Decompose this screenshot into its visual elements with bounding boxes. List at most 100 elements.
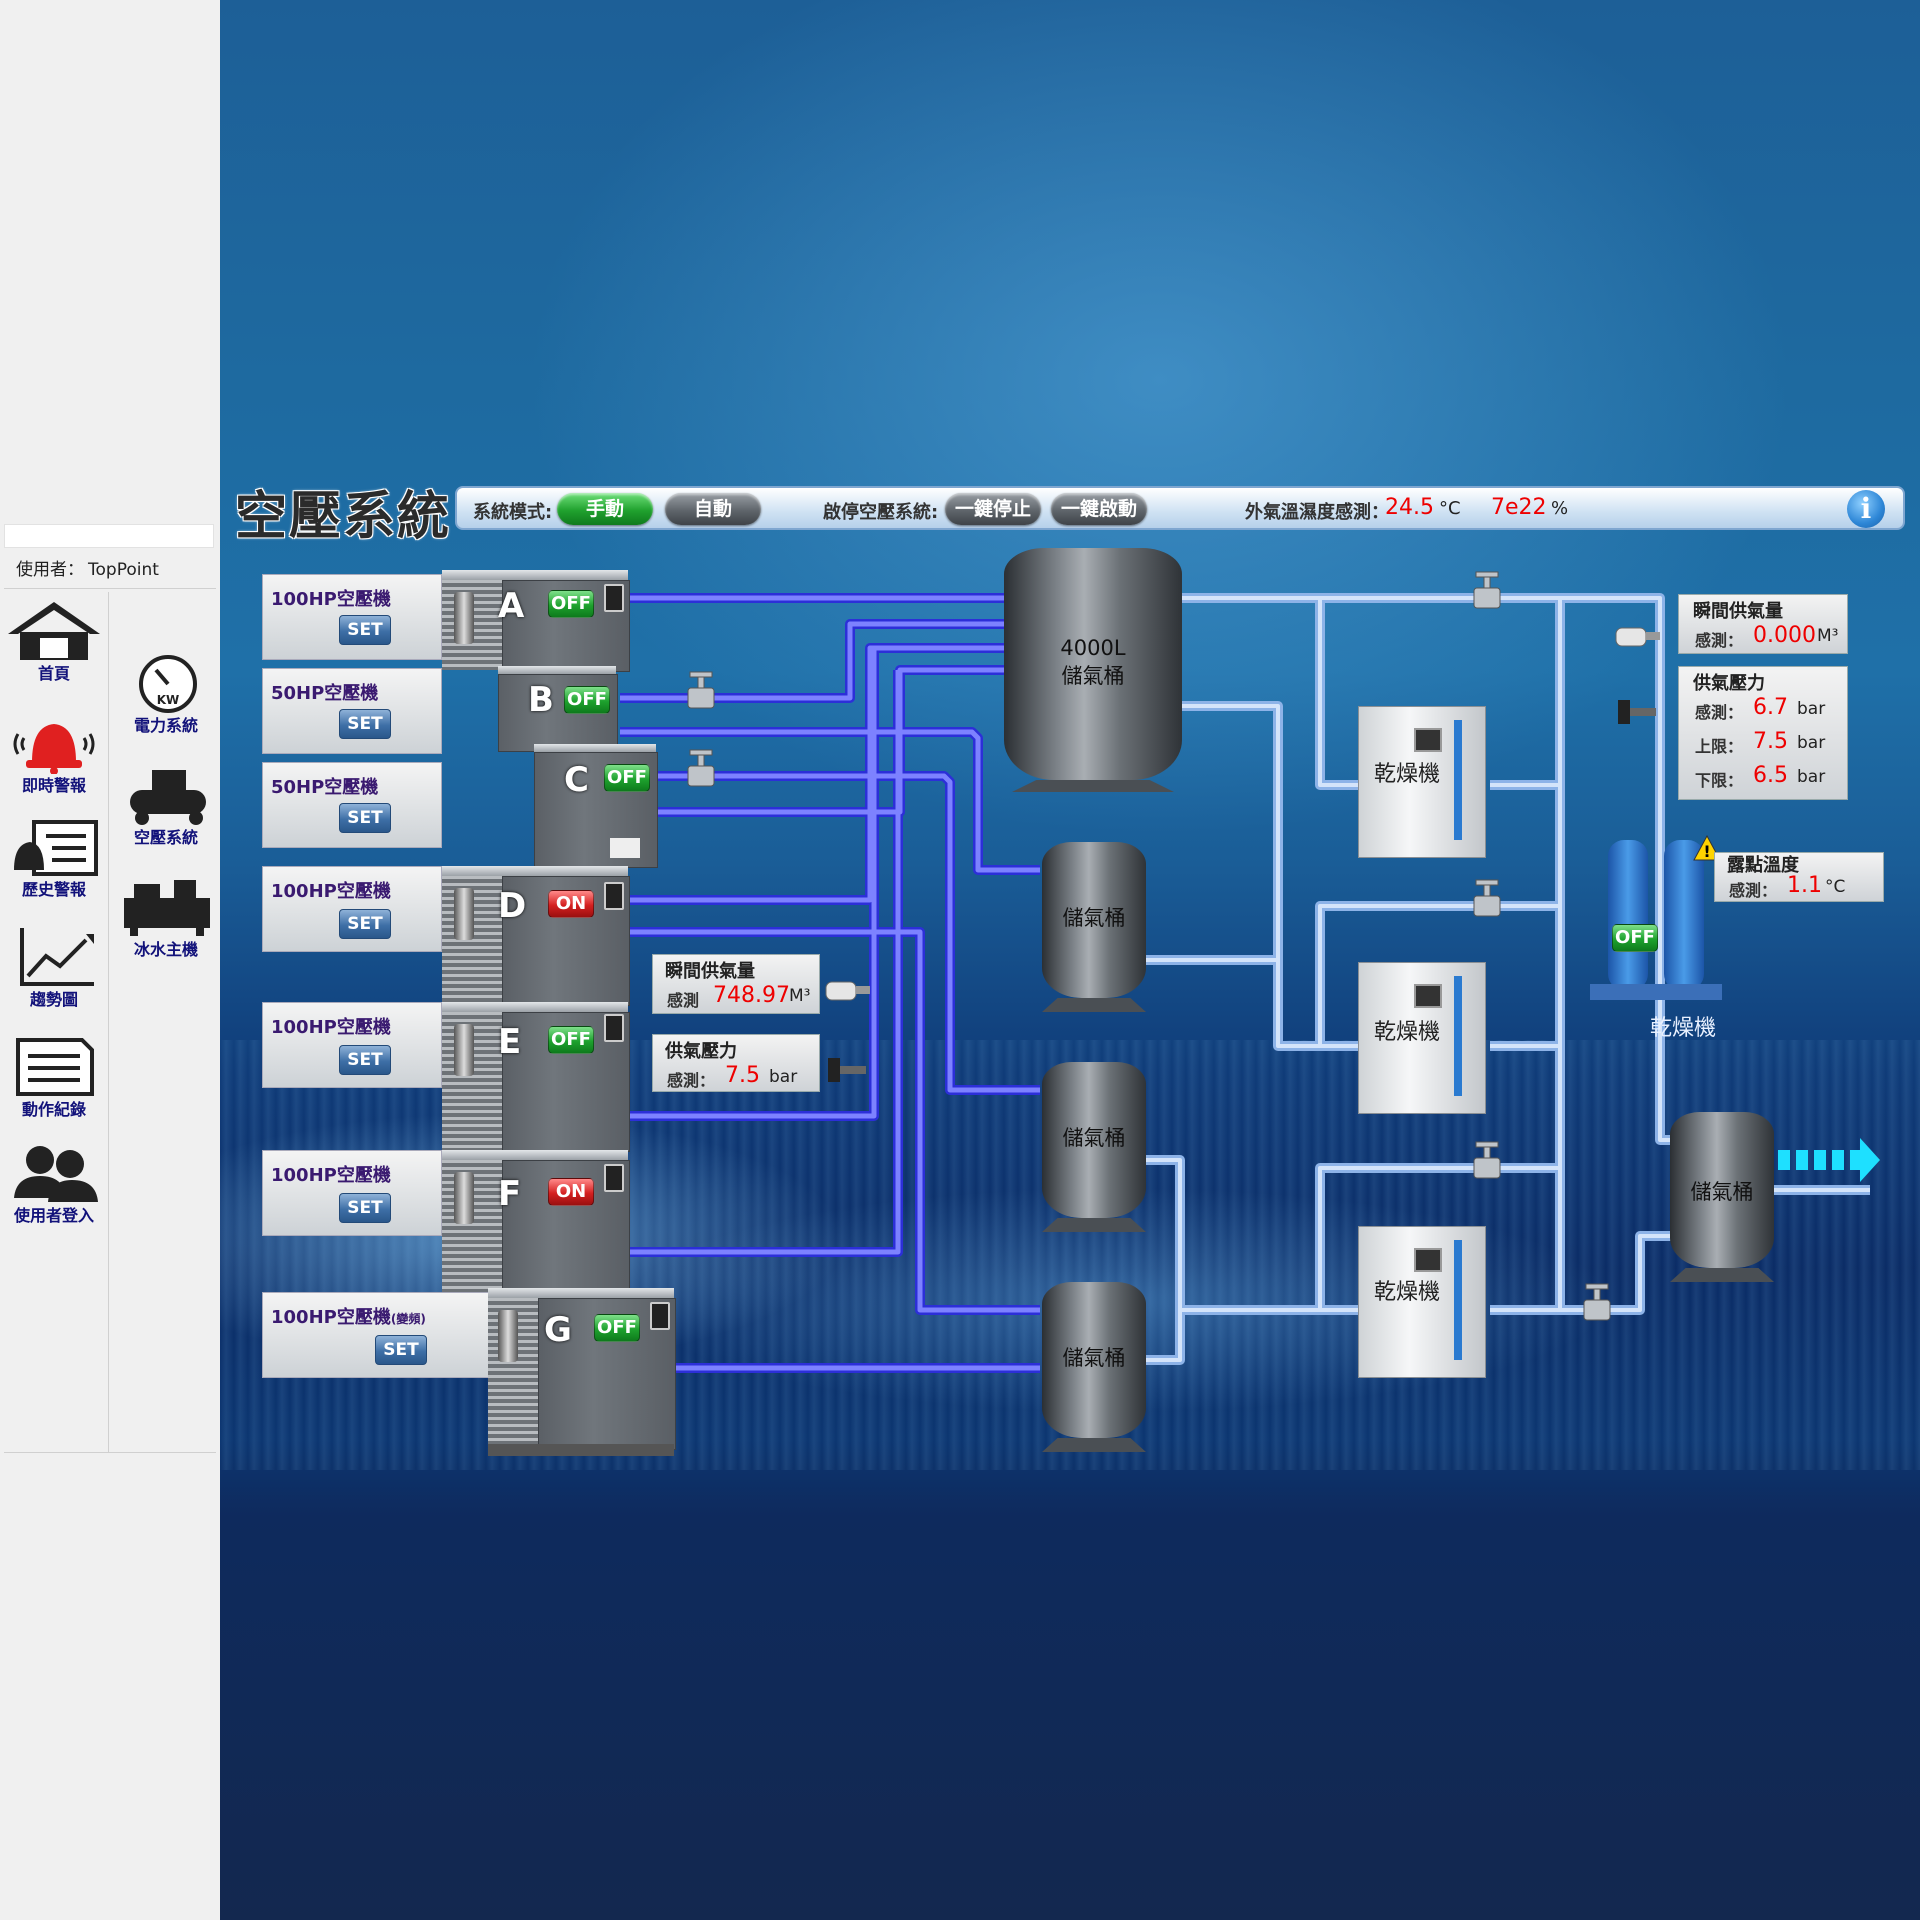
dryer-tower xyxy=(1608,840,1648,990)
compressor-b[interactable]: B OFF xyxy=(498,666,618,752)
control-bar: 系統模式: 手動 自動 啟停空壓系統: 一鍵停止 一鍵啟動 外氣溫濕度感測： 2… xyxy=(455,486,1905,530)
compressor-d-set-button[interactable]: SET xyxy=(339,909,391,939)
nav-realtime-alarm[interactable]: 即時警報 xyxy=(2,712,106,796)
nav-trend-label: 趨勢圖 xyxy=(29,990,78,1009)
adsorption-dryer-status[interactable]: OFF xyxy=(1612,924,1658,952)
compressor-g-name-text: 100HP空壓機 xyxy=(271,1307,391,1328)
compressor-e-name: 100HP空壓機 xyxy=(271,1017,391,1038)
nav-home[interactable]: 首頁 xyxy=(2,600,106,684)
middle-flow-title: 瞬間供氣量 xyxy=(665,961,755,982)
compressor-f[interactable]: F ON xyxy=(442,1150,630,1294)
machine-top xyxy=(498,666,616,674)
middle-flow-value: 748.97 xyxy=(713,983,790,1008)
refrigerated-dryer-3: 乾燥機 xyxy=(1358,1226,1490,1378)
page-title: 空壓系統 xyxy=(235,487,452,547)
screen-icon xyxy=(604,1164,624,1192)
compressor-g-letter: G xyxy=(544,1310,572,1350)
dryer-screen-icon xyxy=(1414,984,1442,1008)
compressor-b-set-button[interactable]: SET xyxy=(339,709,391,739)
tank-base xyxy=(1042,998,1146,1012)
right-upper-unit: bar xyxy=(1797,733,1826,753)
compressor-c-status[interactable]: OFF xyxy=(604,764,650,792)
nav-user-login[interactable]: 使用者登入 xyxy=(2,1142,106,1226)
temperature-unit: °C xyxy=(1439,498,1461,519)
user-login-icon xyxy=(14,1146,98,1202)
nav-power-system-label: 電力系統 xyxy=(133,716,198,735)
compressor-e-status[interactable]: OFF xyxy=(548,1026,594,1054)
compressor-g-set-button[interactable]: SET xyxy=(375,1335,427,1365)
storage-tank-1: 儲氣桶 xyxy=(1036,842,1152,1014)
dew-point-key: 感測： xyxy=(1729,881,1778,900)
nav-action-log-label: 動作紀錄 xyxy=(21,1100,86,1119)
compressor-d-status[interactable]: ON xyxy=(548,890,594,918)
dryer-1-label: 乾燥機 xyxy=(1374,762,1441,787)
sidebar: 使用者：TopPoint 首頁 即時警報 歷史警報 xyxy=(0,0,221,1920)
start-all-button[interactable]: 一鍵啟動 xyxy=(1051,493,1147,525)
nav-history-alarm-label: 歷史警報 xyxy=(21,880,86,899)
nav-action-log[interactable]: 動作紀錄 xyxy=(2,1036,106,1120)
output-flow-arrow-icon xyxy=(1778,1138,1880,1182)
storage-tank-4-label: 儲氣桶 xyxy=(1690,1180,1754,1204)
compressor-f-name: 100HP空壓機 xyxy=(271,1165,391,1186)
dew-point-unit: °C xyxy=(1825,877,1846,897)
nav-chiller-label: 冰水主機 xyxy=(133,940,198,959)
nav-user-login-label: 使用者登入 xyxy=(13,1206,94,1225)
info-icon[interactable]: i xyxy=(1847,490,1885,528)
nav-air-compressor[interactable]: 空壓系統 xyxy=(114,764,218,848)
compressor-c-set-button[interactable]: SET xyxy=(339,803,391,833)
compressor-f-set-button[interactable]: SET xyxy=(339,1193,391,1223)
history-alarm-icon xyxy=(14,820,98,876)
compressor-g[interactable]: G OFF xyxy=(488,1288,676,1456)
main-storage-tank: 4000L 儲氣桶 xyxy=(998,548,1188,800)
compressor-d-letter: D xyxy=(498,886,527,926)
dryer-3-label: 乾燥機 xyxy=(1374,1280,1441,1305)
compressor-d[interactable]: D ON xyxy=(442,866,630,1006)
stop-all-button[interactable]: 一鍵停止 xyxy=(945,493,1041,525)
main-tank-capacity: 4000L xyxy=(1060,636,1126,660)
compressor-g-status[interactable]: OFF xyxy=(594,1314,640,1342)
machine-base xyxy=(488,1444,674,1456)
compressor-d-name: 100HP空壓機 xyxy=(271,881,391,902)
machine-top xyxy=(488,1288,674,1298)
dew-point-sensor: 露點溫度 感測： 1.1 °C xyxy=(1714,852,1884,902)
nav-history-alarm[interactable]: 歷史警報 xyxy=(2,818,106,900)
nav-trend[interactable]: 趨勢圖 xyxy=(2,926,106,1010)
air-compressor-icon xyxy=(130,770,206,825)
divider xyxy=(4,1452,216,1453)
compressor-e[interactable]: E OFF xyxy=(442,1002,630,1152)
nav-realtime-alarm-label: 即時警報 xyxy=(21,776,86,795)
alarm-bell-icon xyxy=(13,724,95,774)
compressor-a-set-button[interactable]: SET xyxy=(339,615,391,645)
storage-tank-3-label: 儲氣桶 xyxy=(1062,1346,1126,1370)
startstop-label: 啟停空壓系統: xyxy=(823,502,939,523)
compressor-b-status[interactable]: OFF xyxy=(564,686,610,714)
machine-top xyxy=(442,1002,628,1012)
chiller-icon xyxy=(124,880,210,936)
machine-panel xyxy=(610,838,640,858)
right-pressure-value: 6.7 xyxy=(1753,695,1788,720)
compressor-f-status[interactable]: ON xyxy=(548,1178,594,1206)
nav-power-system[interactable]: KW 電力系統 xyxy=(114,654,218,736)
dryer-stripe xyxy=(1454,1240,1462,1360)
user-label: 使用者： xyxy=(16,560,84,580)
middle-flow-sensor: 瞬間供氣量 感測 748.97 M³ xyxy=(652,954,820,1014)
auto-mode-button[interactable]: 自動 xyxy=(665,493,761,525)
outdoor-humidity-value: 7e22 xyxy=(1491,495,1547,520)
middle-pressure-value: 7.5 xyxy=(725,1063,760,1088)
tank-base xyxy=(1042,1438,1146,1452)
manual-mode-button[interactable]: 手動 xyxy=(557,493,653,525)
compressor-a[interactable]: A OFF xyxy=(442,570,630,672)
compressor-c-panel: 50HP空壓機 SET xyxy=(262,762,442,848)
nav-chiller[interactable]: 冰水主機 xyxy=(114,876,218,960)
refrigerated-dryer-2: 乾燥機 xyxy=(1358,962,1490,1114)
right-flow-unit: M³ xyxy=(1817,626,1839,646)
right-pressure-unit: bar xyxy=(1797,699,1826,719)
compressor-a-status[interactable]: OFF xyxy=(548,590,594,618)
adsorption-dryer-label: 乾燥機 xyxy=(1650,1016,1717,1041)
middle-pressure-unit: bar xyxy=(769,1067,798,1087)
compressor-c[interactable]: C OFF xyxy=(534,744,658,868)
screen-icon xyxy=(604,1014,624,1042)
filter-icon xyxy=(454,1172,474,1224)
compressor-e-set-button[interactable]: SET xyxy=(339,1045,391,1075)
